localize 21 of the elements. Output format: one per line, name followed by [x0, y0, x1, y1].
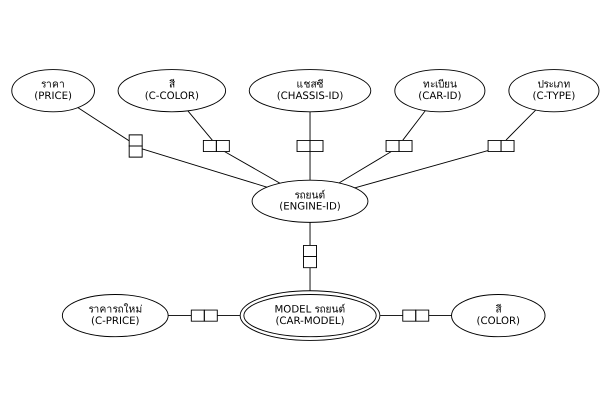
connector: [142, 148, 268, 188]
connector: [217, 314, 240, 316]
node-ellipse: รถยนต์ (ENGINE-ID): [252, 179, 368, 222]
connector: [338, 150, 392, 183]
connector: [187, 110, 213, 140]
connector: [224, 150, 280, 184]
node-ellipse: MODEL รถยนต์ (CAR-MODEL): [240, 290, 380, 340]
connector: [354, 150, 488, 188]
connector: [402, 110, 426, 140]
node-ellipse: ประเภท (C-TYPE): [508, 68, 600, 112]
node-ellipse: สี (COLOR): [451, 294, 546, 337]
node-ellipse: สี (C-COLOR): [118, 68, 226, 112]
node-ellipse: ทะเบียน (CAR-ID): [394, 68, 486, 112]
connector: [77, 106, 130, 141]
connector: [168, 314, 192, 316]
connector: [506, 109, 536, 140]
node-ellipse: แชสซี (CHASSIS-ID): [248, 68, 372, 112]
connector: [428, 314, 452, 316]
node-ellipse: ราคารถใหม่ (C-PRICE): [62, 294, 169, 337]
connector: [380, 314, 404, 316]
node-ellipse: ราคา (PRICE): [11, 68, 95, 112]
